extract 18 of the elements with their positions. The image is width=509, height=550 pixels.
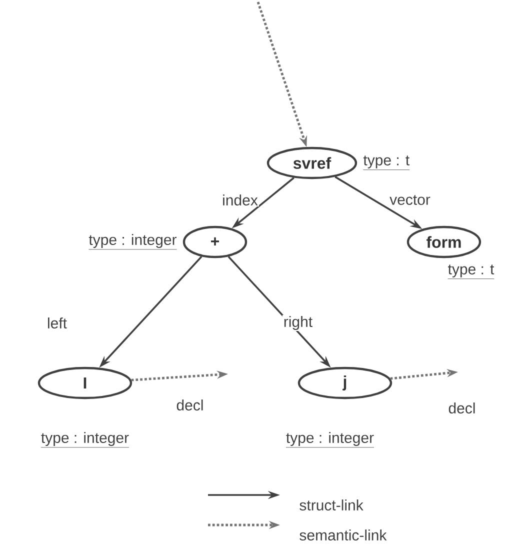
edge-label: right	[282, 315, 314, 331]
edge-label: decl	[447, 402, 477, 414]
edge-label: index	[221, 194, 259, 207]
ellipse-node: I	[38, 366, 132, 400]
edge-label: decl	[175, 398, 205, 412]
ellipse-node: +	[182, 226, 248, 258]
type-annotation: type : integer	[40, 432, 130, 448]
ellipse-node: form	[406, 226, 482, 258]
legend-text: semantic-link	[300, 530, 387, 540]
ellipse-node: svref	[266, 146, 358, 180]
type-annotation: type : t	[448, 264, 494, 280]
type-annotation: type : t	[363, 156, 410, 170]
legend-text: struct-link	[300, 500, 364, 510]
type-annotation: type : integer	[88, 234, 177, 250]
edge-label: left	[46, 316, 68, 330]
type-annotation: type : integer	[286, 432, 374, 448]
edge-label: vector	[388, 194, 432, 206]
ellipse-node: j	[298, 366, 392, 400]
